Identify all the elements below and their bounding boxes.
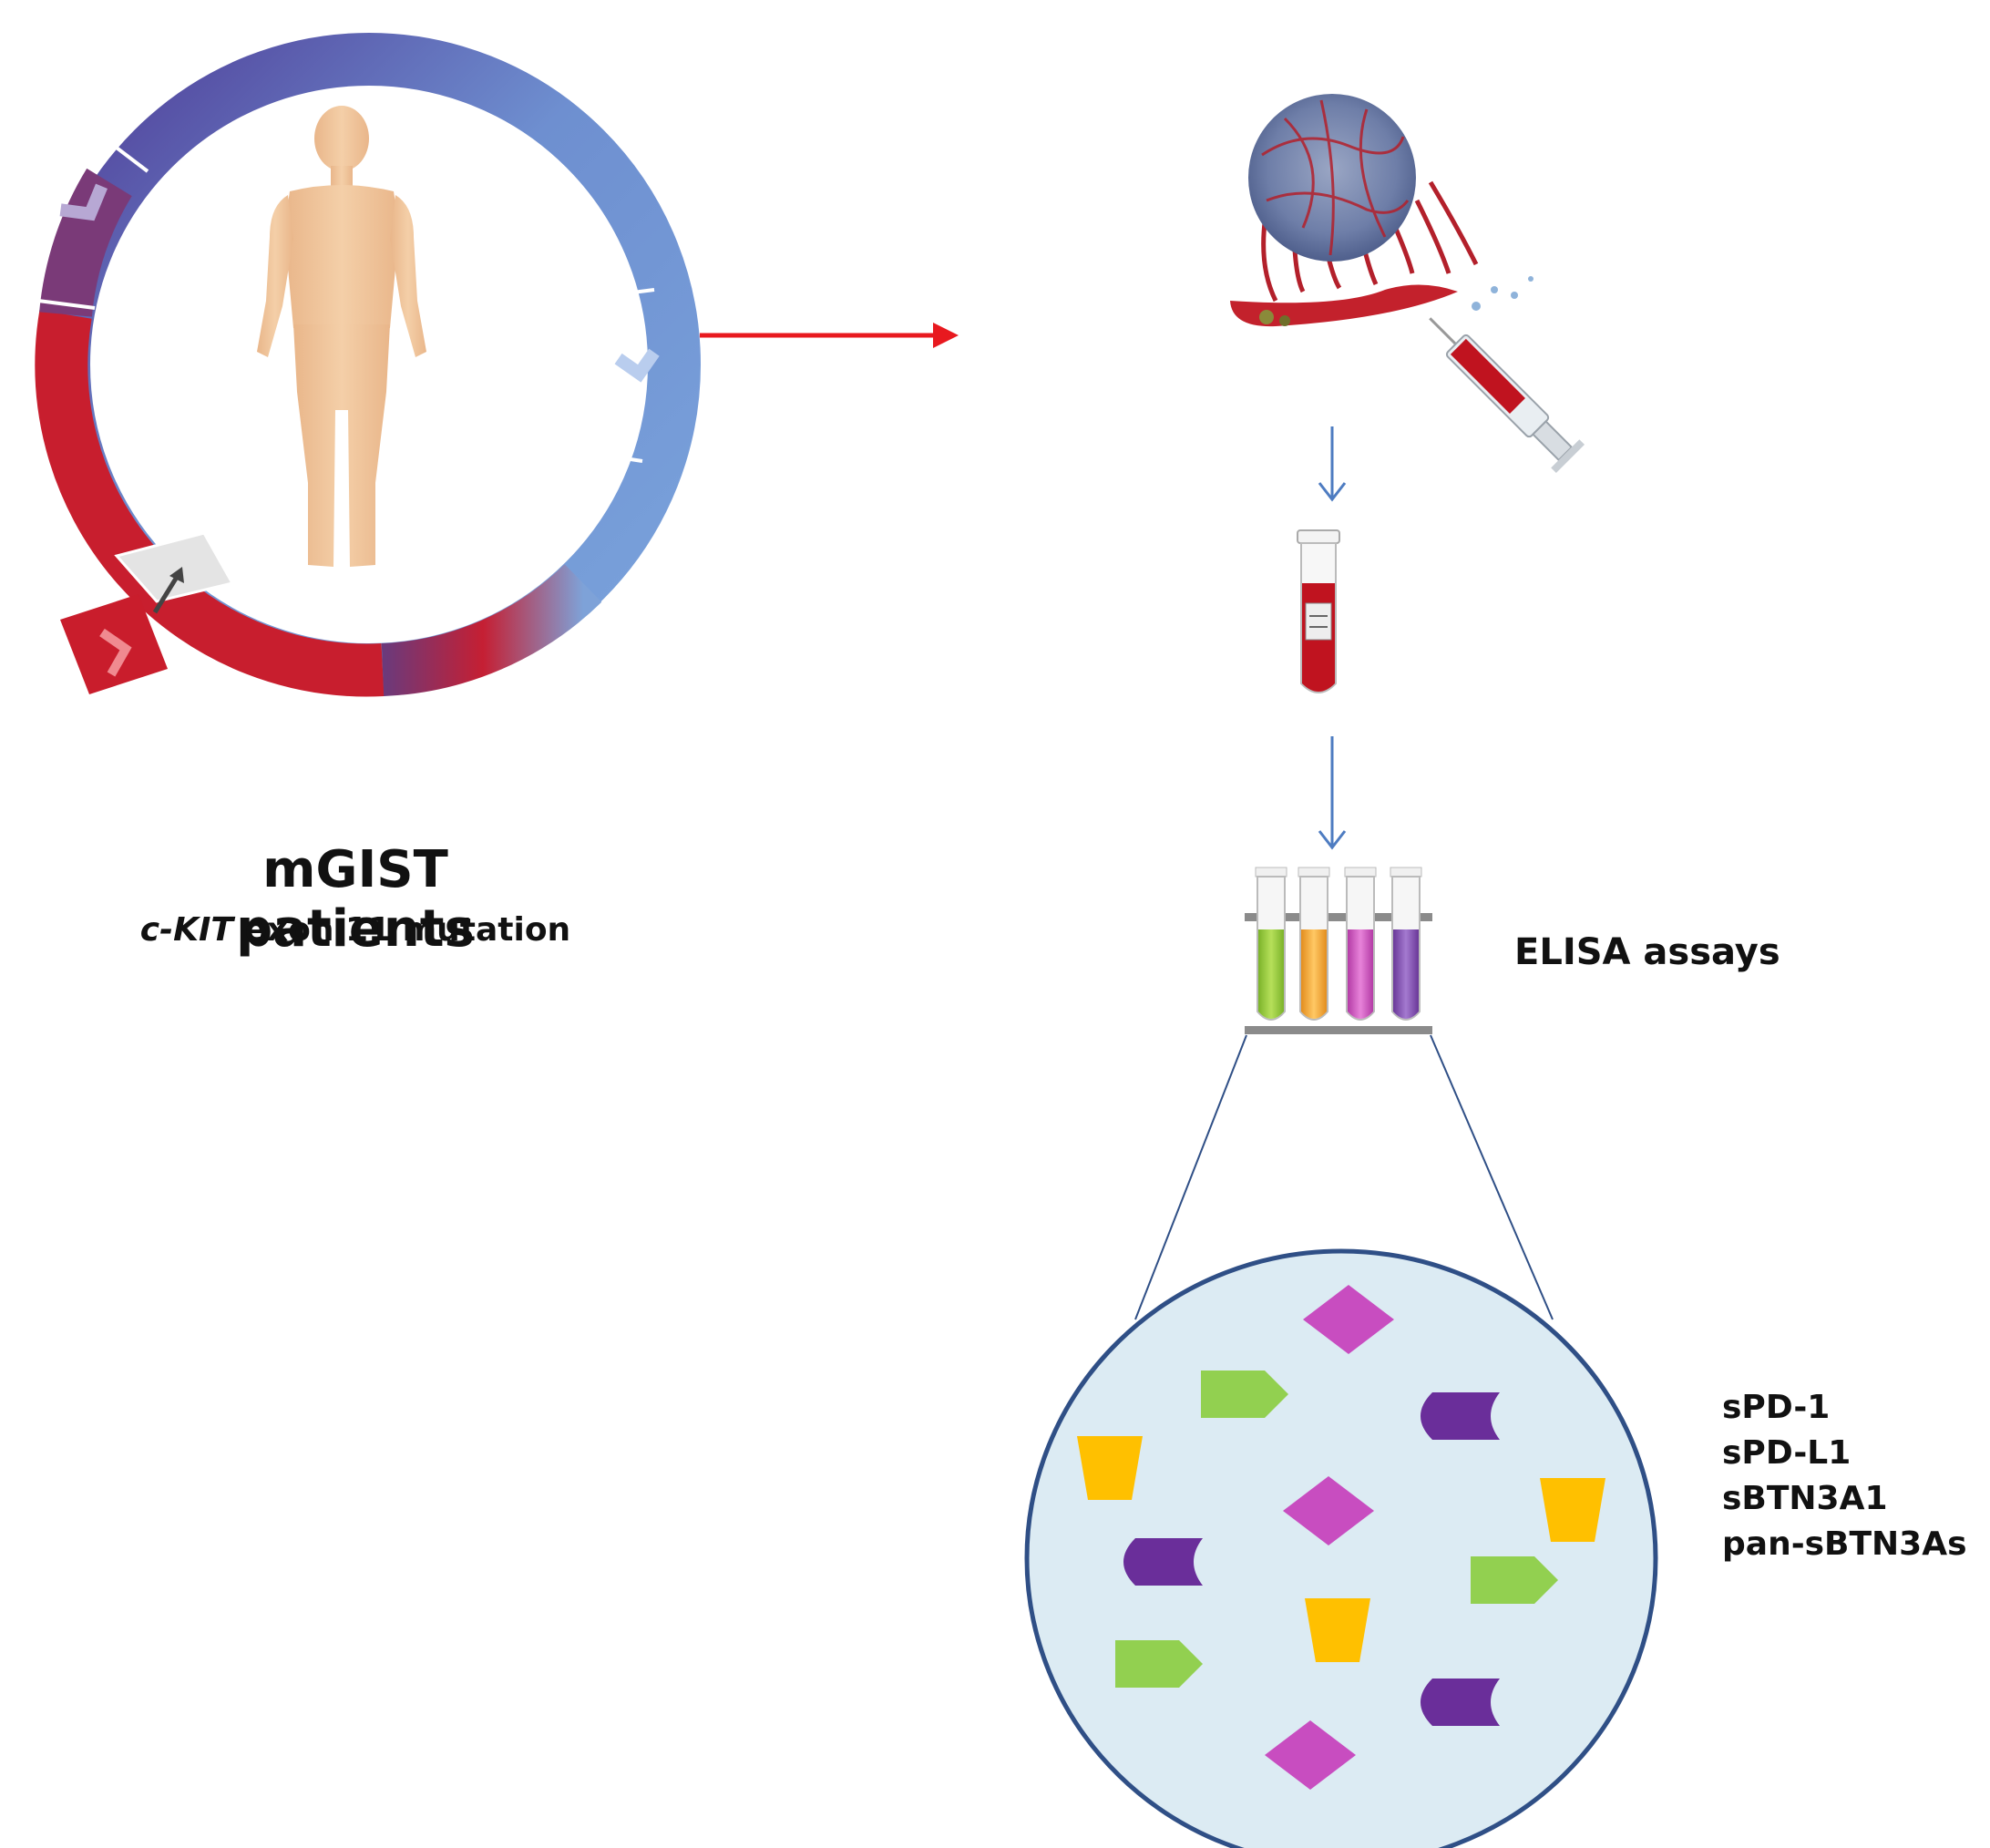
marker-item: sPD-1 xyxy=(1722,1389,1831,1426)
treatment-cycle-ring xyxy=(35,33,701,697)
patients-title: mGIST patients xyxy=(236,840,475,959)
magenta-diamond-shape xyxy=(1283,1476,1374,1545)
tube-magenta xyxy=(1344,867,1377,1021)
human-figure-icon xyxy=(257,106,426,567)
green-tag-shape xyxy=(1201,1371,1288,1418)
yellow-cup-shape xyxy=(1077,1436,1143,1500)
marker-item: sBTN3A1 xyxy=(1722,1480,1888,1517)
marker-list: sPD-1 sPD-L1 sBTN3A1 pan-sBTN3As xyxy=(1722,1385,1967,1567)
green-tag-shape xyxy=(1115,1640,1203,1688)
magenta-diamond-shape xyxy=(1303,1285,1394,1354)
tube-orange xyxy=(1298,867,1330,1021)
purple-notched-shape xyxy=(1421,1679,1500,1726)
green-tag-shape xyxy=(1471,1556,1558,1604)
purple-notched-shape xyxy=(1123,1538,1203,1586)
gene-name: c-KIT xyxy=(139,911,233,949)
mutation-text: exon 11 mutation xyxy=(232,911,571,949)
flow-arrow-red xyxy=(700,323,959,348)
marker-item: sPD-L1 xyxy=(1722,1434,1852,1472)
red-tag-icon xyxy=(60,594,168,694)
magnified-sample-circle xyxy=(1024,1248,1658,1848)
flow-arrow-blue-2 xyxy=(1318,736,1347,850)
magenta-diamond-shape xyxy=(1265,1720,1356,1790)
tube-purple xyxy=(1390,867,1422,1021)
yellow-cup-shape xyxy=(1305,1598,1370,1662)
yellow-cup-shape xyxy=(1540,1478,1605,1542)
flow-arrow-blue-1 xyxy=(1318,426,1347,502)
patients-subtitle: c-KIT exon 11 mutation xyxy=(118,911,592,949)
blood-tube-icon xyxy=(1297,529,1340,693)
elisa-label: ELISA assays xyxy=(1514,931,1780,973)
elisa-tube-rack-icon xyxy=(1245,867,1432,1034)
tumor-blood-draw-icon xyxy=(1230,94,1585,473)
purple-notched-shape xyxy=(1421,1392,1500,1440)
zoom-lines xyxy=(1134,1034,1554,1320)
marker-item: pan-sBTN3As xyxy=(1722,1525,1967,1563)
tube-green xyxy=(1255,867,1287,1021)
